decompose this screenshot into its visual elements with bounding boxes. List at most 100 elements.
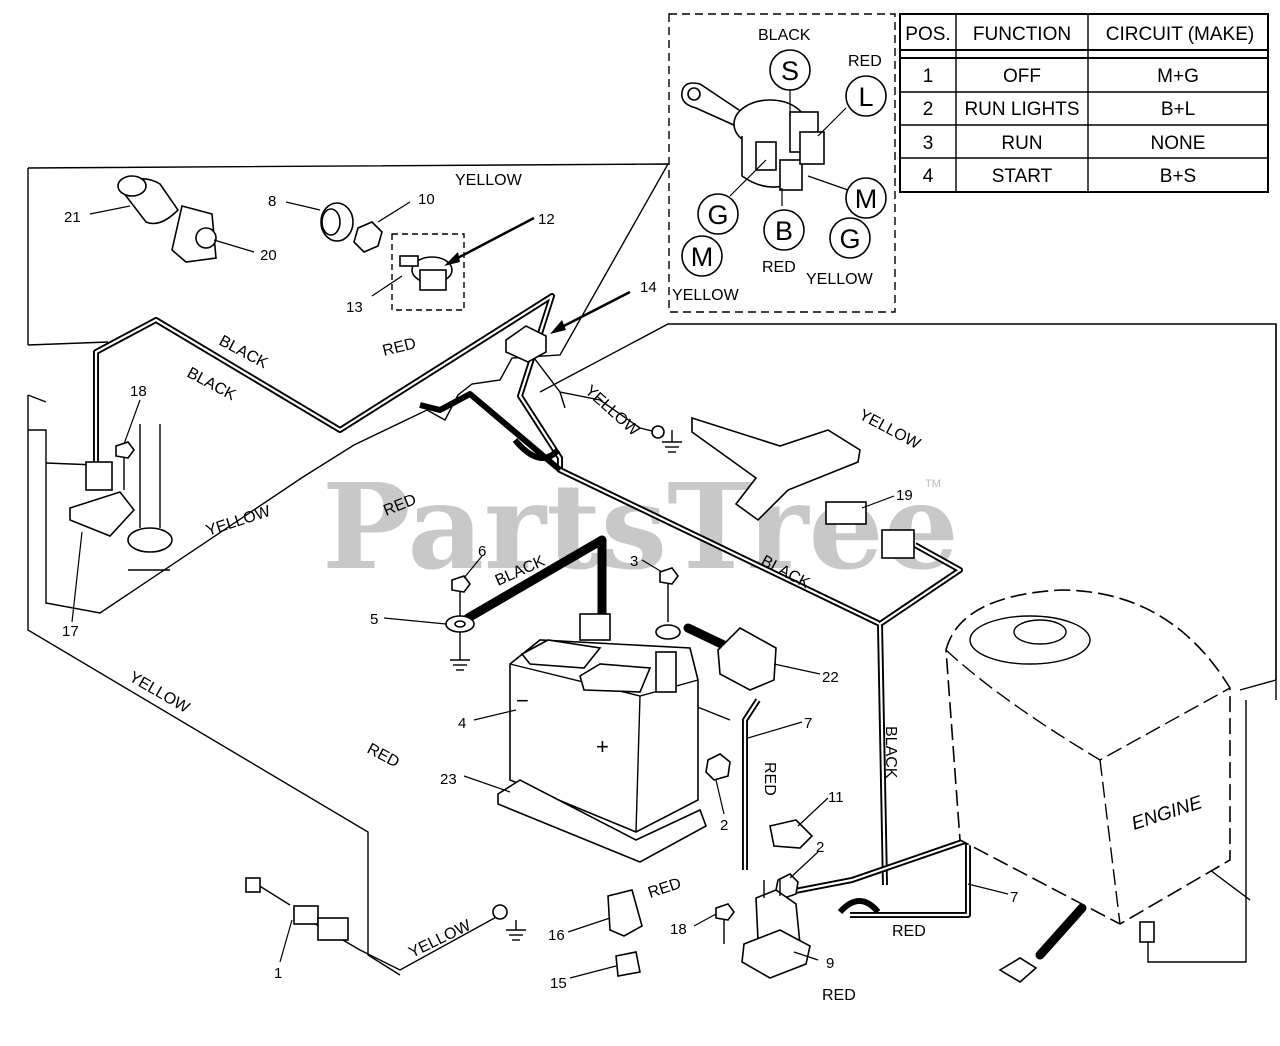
callout-10: 10	[418, 191, 435, 208]
svg-text:G: G	[707, 200, 728, 230]
headlight-bulb	[117, 175, 180, 225]
terminal-boot	[717, 627, 777, 691]
wire-label-red-6: RED	[892, 923, 926, 940]
ground-symbol-dash	[662, 430, 682, 453]
engine-block	[945, 589, 1231, 925]
seat-switch	[69, 461, 136, 537]
callout-7-lower: 7	[1010, 889, 1018, 906]
detail-label-red-top: RED	[848, 53, 882, 70]
fuse	[615, 951, 641, 977]
bulb-socket	[171, 205, 217, 263]
callout-3: 3	[630, 553, 638, 570]
wire-label-yellow-2: YELLOW	[581, 382, 643, 440]
callout-1: 1	[274, 965, 282, 982]
callout-2-solenoid: 2	[816, 839, 824, 856]
pin-b	[763, 209, 805, 251]
table-cell: 4	[923, 166, 934, 187]
table-cell: B+S	[1160, 166, 1196, 187]
wire-label-yellow-5: YELLOW	[126, 669, 193, 718]
wire-label-red-7: RED	[822, 987, 856, 1004]
callout-5: 5	[370, 611, 378, 628]
detail-label-red-bottom: RED	[762, 259, 796, 276]
table-cell: 3	[923, 133, 934, 154]
starter-solenoid	[741, 878, 811, 979]
ignition-switch-small	[399, 255, 453, 291]
wire-label-black-5: BLACK	[882, 726, 899, 779]
table-cell: START	[992, 166, 1053, 187]
callouts: 21 20 8 10 12 13 14 18 17 19 6 5 3 4 23 …	[62, 191, 1018, 992]
wire-label-red-3: RED	[364, 741, 402, 772]
pin-m-right	[845, 177, 887, 219]
ground-symbol-floor	[506, 920, 526, 941]
callout-20: 20	[260, 247, 277, 264]
svg-text:G: G	[839, 224, 860, 254]
callout-13: 13	[346, 299, 363, 316]
pin-s	[769, 49, 811, 91]
svg-text:−: −	[516, 688, 529, 713]
callout-14: 14	[640, 279, 657, 296]
positive-bolt	[655, 567, 681, 640]
svg-text:S: S	[781, 56, 799, 86]
callout-22: 22	[822, 669, 839, 686]
callout-2-battery: 2	[720, 817, 728, 834]
wire-label-yellow-6: YELLOW	[406, 917, 474, 962]
battery: + −	[509, 613, 699, 833]
wire-label-yellow-top: YELLOW	[455, 172, 523, 189]
wire-label-yellow-3: YELLOW	[856, 407, 924, 454]
leader-lines	[71, 201, 1009, 979]
table-cell: RUN LIGHTS	[964, 99, 1079, 120]
pin-g-right	[829, 217, 871, 259]
battery-ground-cable	[463, 535, 607, 633]
battery-nut	[705, 753, 731, 781]
callout-12: 12	[538, 211, 555, 228]
floor-panel	[27, 323, 1277, 976]
callout-21: 21	[64, 209, 81, 226]
pin-m-left	[681, 235, 723, 277]
harness-bump-2	[837, 898, 881, 915]
svg-text:L: L	[858, 82, 873, 112]
callout-9: 9	[826, 955, 834, 972]
harness-connector	[505, 325, 547, 363]
callout-11: 11	[828, 789, 844, 806]
bolt-lower	[715, 903, 735, 944]
bracket-switch	[691, 416, 915, 559]
table-header-pos: POS.	[905, 24, 950, 45]
callout-4: 4	[458, 715, 466, 732]
ring-terminal-dash	[651, 425, 665, 439]
switch-bezel	[320, 202, 354, 242]
ignition-switch-box	[391, 233, 465, 311]
terminal-cover	[769, 819, 814, 849]
engine-ground-cable	[1035, 903, 1087, 960]
circuit-table: POS. FUNCTION CIRCUIT (MAKE) 1 OFF M+G 2…	[899, 13, 1269, 193]
switch-detail-inset: S L M G B G M BLACK RED RED YELLOW YELLO…	[668, 13, 896, 313]
fuse-holder	[607, 889, 643, 937]
wire-label-yellow-4: YELLOW	[204, 503, 274, 540]
detail-label-yellow-right: YELLOW	[806, 271, 874, 288]
callout-7-upper: 7	[804, 715, 812, 732]
harness-bump-1	[512, 438, 561, 461]
table-header-circuit: CIRCUIT (MAKE)	[1106, 24, 1254, 45]
ground-symbol-battery	[450, 630, 470, 671]
callout-16: 16	[548, 927, 565, 944]
wire-label-red-4: RED	[761, 762, 778, 796]
floor-harness-connector	[245, 877, 349, 941]
callout-23: 23	[440, 771, 457, 788]
table-header-function: FUNCTION	[973, 24, 1071, 45]
steering-column	[127, 424, 173, 571]
wire-label-red-5: RED	[646, 875, 683, 902]
table-cell: NONE	[1151, 133, 1206, 154]
pin-l	[845, 75, 887, 117]
wire-label-black-2: BLACK	[184, 365, 239, 405]
callout-17: 17	[62, 623, 79, 640]
ground-bolt	[445, 575, 475, 633]
callout-6: 6	[478, 543, 486, 560]
table-cell: RUN	[1001, 133, 1042, 154]
callout-15: 15	[550, 975, 567, 992]
callout-8: 8	[268, 193, 276, 210]
table-cell: OFF	[1003, 66, 1041, 87]
table-cell: M+G	[1157, 66, 1199, 87]
table-cell: 2	[923, 99, 934, 120]
detail-label-yellow-left: YELLOW	[672, 287, 740, 304]
detail-label-black: BLACK	[758, 27, 811, 44]
table-cell: B+L	[1161, 99, 1195, 120]
